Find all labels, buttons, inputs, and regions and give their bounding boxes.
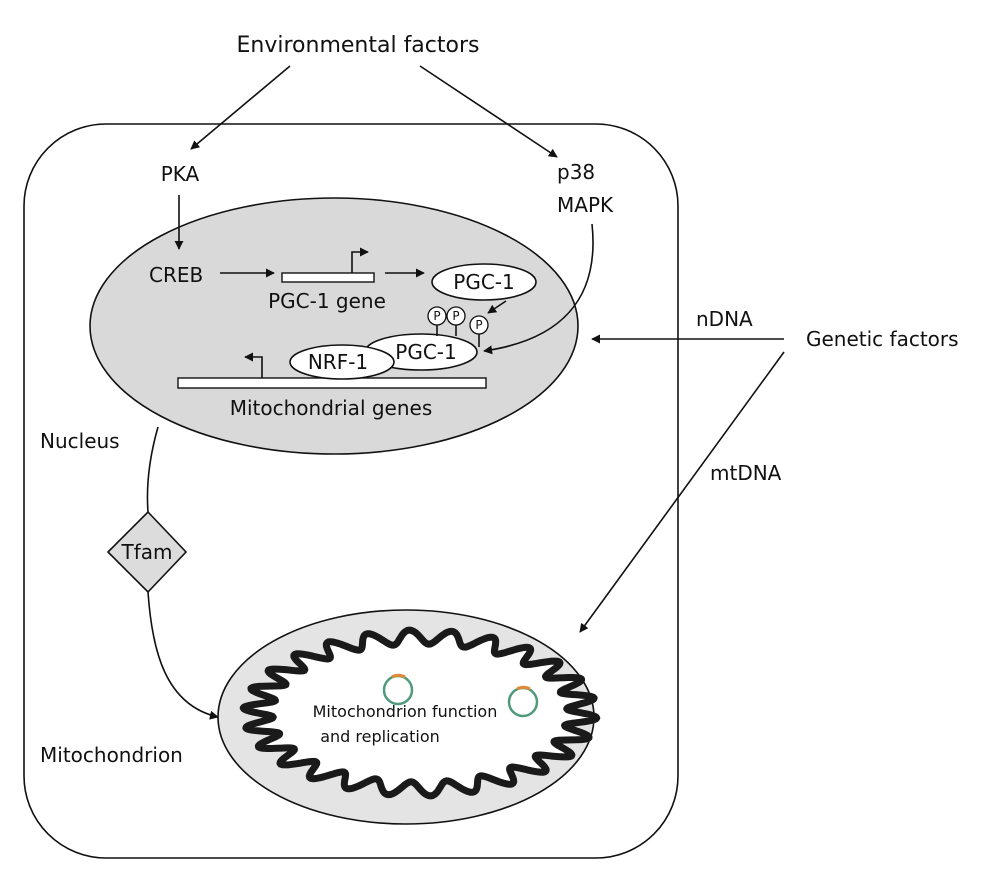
mitochondrial-genes-label: Mitochondrial genes — [230, 396, 433, 420]
pgc1-to-phospho-arrow — [487, 300, 507, 314]
mtdna-label: mtDNA — [710, 461, 782, 485]
nucleus-to-tfam-line — [146, 426, 159, 513]
pgc1-protein-ellipse — [431, 263, 537, 301]
phospho-circle-3 — [469, 315, 489, 335]
nrf1-label: NRF-1 — [308, 350, 368, 374]
pgc1-gene-tss-arrow — [351, 247, 369, 273]
nucleus-label: Nucleus — [40, 429, 120, 453]
genetic-to-mitochondrion-arrow — [579, 351, 785, 633]
env-to-p38-arrow — [419, 65, 558, 158]
phospho-circle-1 — [427, 306, 447, 326]
env-to-pka-arrow — [190, 65, 291, 150]
pgc1-bound-label: PGC-1 — [395, 340, 456, 364]
mito-function-label-line1: Mitochondrion function — [313, 702, 498, 721]
environmental-factors-label: Environmental factors — [237, 33, 480, 58]
genetic-factors-label: Genetic factors — [806, 327, 959, 351]
phospho-label-1: P — [433, 309, 440, 323]
pgc1-protein-label: PGC-1 — [453, 270, 514, 294]
mitochondrial-genes-tss-arrow — [244, 352, 263, 378]
mtdna-mark-right — [516, 685, 531, 691]
phospho-label-2: P — [452, 309, 459, 323]
phospho-label-3: P — [475, 318, 482, 332]
pgc1-gene-bar — [281, 272, 375, 283]
tfam-to-mitochondrion-arrow — [147, 591, 219, 720]
ndna-label: nDNA — [696, 307, 753, 331]
phospho-circle-2 — [446, 306, 466, 326]
pka-label: PKA — [161, 162, 200, 186]
p38-to-pgc1-arrow — [483, 223, 594, 355]
tfam-label: Tfam — [121, 540, 173, 564]
mitochondrion-label: Mitochondrion — [40, 743, 183, 767]
p38-label: p38 — [557, 160, 595, 184]
mito-function-label-line2: and replication — [320, 727, 440, 746]
nucleus-ellipse — [89, 197, 579, 455]
mtdna-mark-left — [391, 673, 406, 679]
mitochondrion-cristae — [239, 626, 601, 800]
nrf1-ellipse — [289, 344, 395, 380]
creb-label: CREB — [149, 263, 203, 287]
pgc1-gene-label: PGC-1 gene — [268, 289, 386, 313]
mapk-label: MAPK — [557, 193, 614, 217]
